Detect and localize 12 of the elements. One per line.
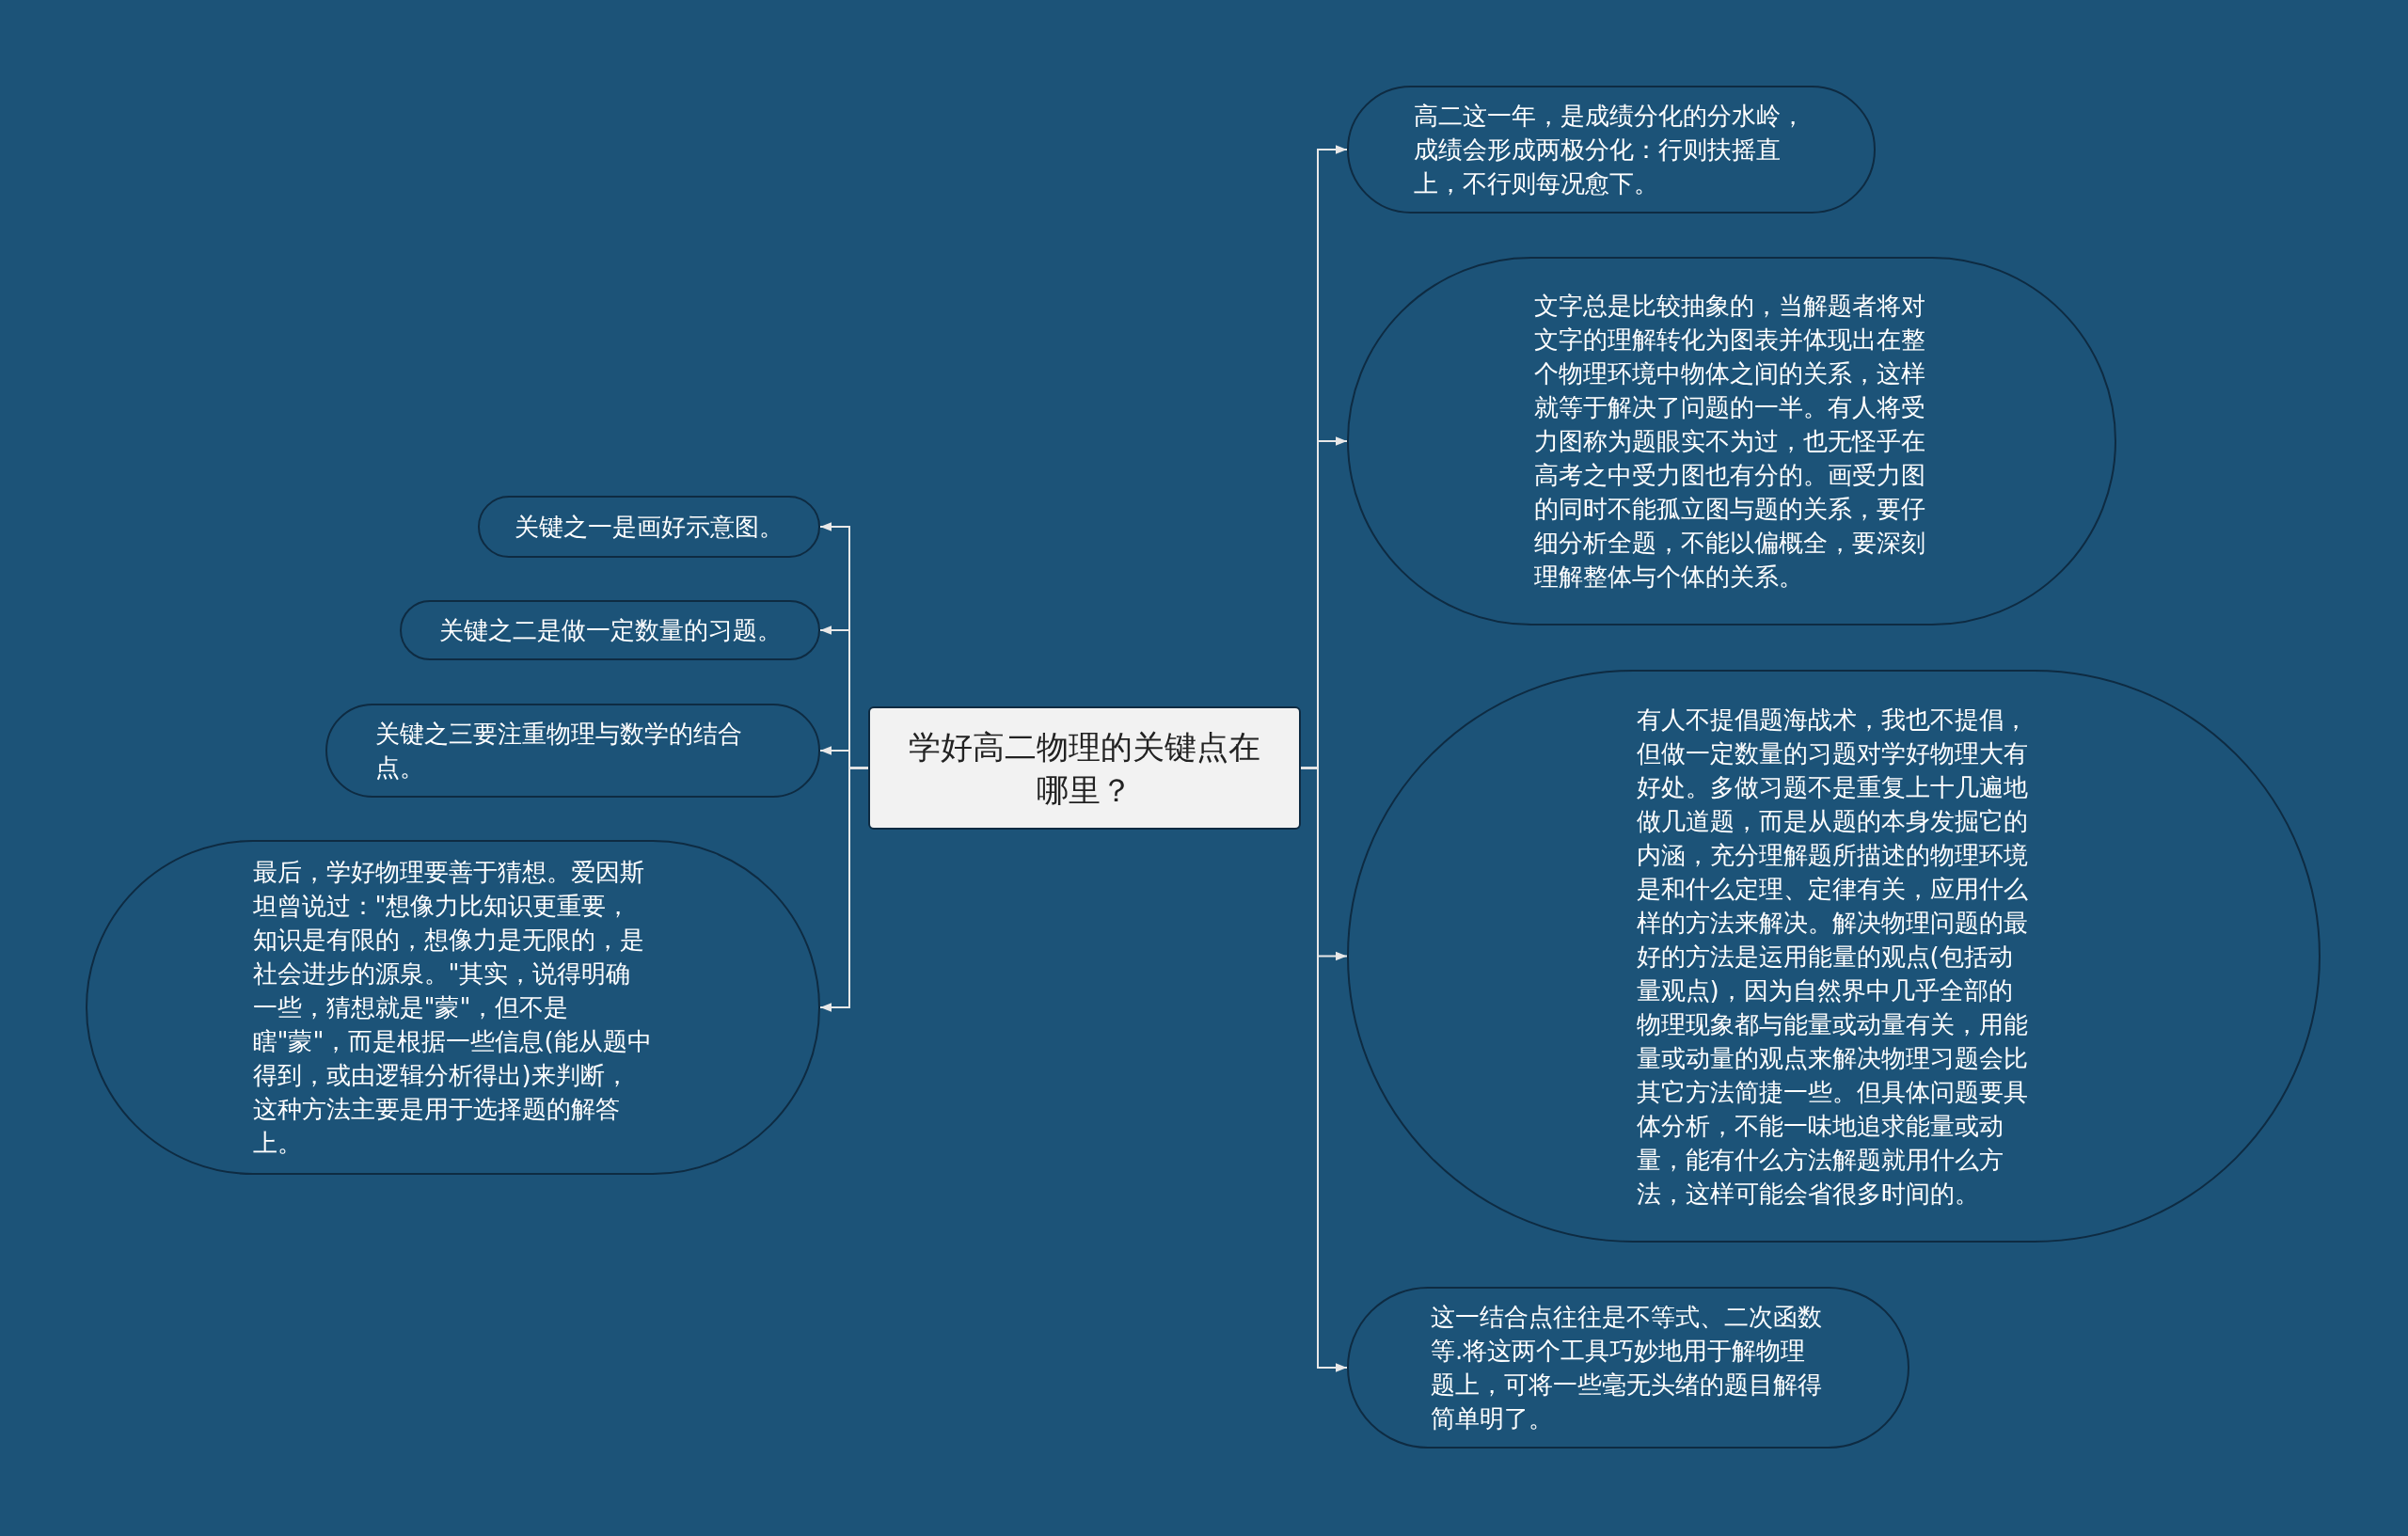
topic-text: 高二这一年，是成绩分化的分水岭，成绩会形成两极分化：行则扶摇直上，不行则每况愈下。 [1414,101,1806,199]
topic-text: 这一结合点往往是不等式、二次函数等.将这两个工具巧妙地用于解物理题上，可将一些毫无头绪的题目解得简单明了。 [1431,1302,1823,1434]
connector-arrow [1300,767,1348,1372]
topic-text: 关键之三要注重物理与数学的结合点。 [375,719,743,784]
central-topic-box [868,706,1301,830]
topic-text: 关键之一是画好示意图。 [515,512,784,543]
topic-text: 关键之二是做一定数量的习题。 [438,615,782,646]
topic-text: 最后，学好物理要善于猜想。爱因斯坦曾说过："想像力比知识更重要，知识是有限的，想像力是无限的，是社会进步的源泉。"其实，说得明确一些，猜想就是"蒙"，但不是瞎"蒙"，而是根据一些信息(能从题中得到，或由逻辑分析得出)来判断，这种方法主要是用于选择题的解答上。 [252,857,653,1159]
topic-text: 有人不提倡题海战术，我也不提倡，但做一定数量的习题对学好物理大有好处。多做习题不是重复上十几遍地做几道题，而是从题的本身发掘它的内涵，充分理解题所描述的物理环境是和什么定理、定律有关，应用什么样的方法来解决。解决物理问题的最好的方法是运用能量的观点(包括动量观点)，因为自然界中几乎全部的物理现象都与能量或动量有关，用能量或动量的观点来解决物理习题会比其它方法简捷一些。但具体问题要具体分析，不能一味地追求能量或动量，能有什么方法解题就用什么方法，这样可能会省很多时间的。 [1636,704,2029,1210]
connector-arrow [819,767,869,1012]
topic-text: 文字总是比较抽象的，当解题者将对文字的理解转化为图表并体现出在整个物理环境中物体之间的关系，这样就等于解决了问题的一半。有人将受力图称为题眼实不为过，也无怪乎在高考之中受力图也有分的。画受力图的同时不能孤立图与题的关系，要仔细分析全题，不能以偏概全，要深刻理解整体与个体的关系。 [1534,291,1926,593]
topic-text: 学好高二物理的关键点在哪里？ [908,726,1261,811]
